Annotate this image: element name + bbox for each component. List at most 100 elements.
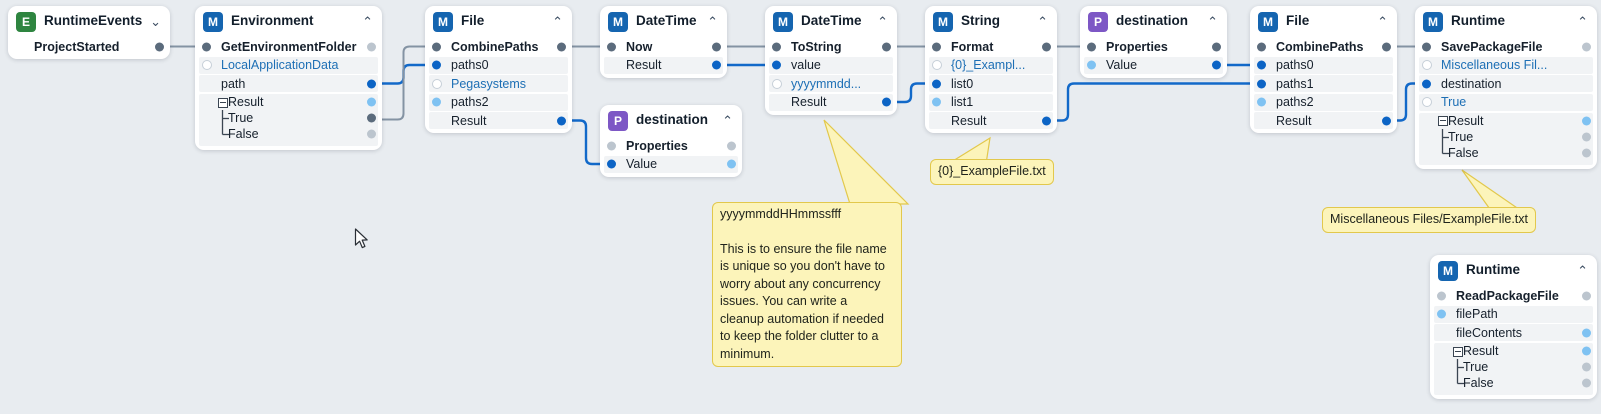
row-value[interactable]: Value <box>1084 56 1223 74</box>
literal-value[interactable]: True <box>1441 95 1467 109</box>
input-port[interactable] <box>1256 42 1266 51</box>
row-getenvironmentfolder[interactable]: GetEnvironmentFolder <box>195 38 382 55</box>
output-port[interactable] <box>1211 42 1221 51</box>
chevron-up-icon[interactable]: ⌃ <box>362 14 373 29</box>
output-port[interactable] <box>366 97 376 107</box>
row-paths0[interactable]: paths0 <box>1254 56 1393 74</box>
row-false[interactable]: False <box>199 126 378 142</box>
input-port[interactable] <box>1256 79 1266 88</box>
output-port[interactable] <box>711 60 721 70</box>
note-misc-path[interactable]: Miscellaneous Files/ExampleFile.txt <box>1322 207 1536 233</box>
literal-value[interactable]: Pegasystems <box>451 76 527 91</box>
output-port[interactable] <box>726 159 736 169</box>
chevron-up-icon[interactable]: ⌃ <box>722 113 733 128</box>
output-port[interactable] <box>1581 132 1591 141</box>
literal-port[interactable] <box>1421 60 1432 70</box>
row-result[interactable]: Result <box>429 112 568 129</box>
input-port[interactable] <box>931 79 941 88</box>
row-true[interactable]: True <box>1419 93 1593 111</box>
row-properties[interactable]: Properties <box>600 137 742 154</box>
input-port[interactable] <box>771 60 781 70</box>
output-port[interactable] <box>1381 116 1391 125</box>
row-value[interactable]: Value <box>604 155 738 173</box>
row-now[interactable]: Now <box>600 38 727 55</box>
input-port[interactable] <box>1086 60 1096 70</box>
row-false[interactable]: False <box>1419 144 1593 161</box>
row-readpackagefile[interactable]: ReadPackageFile <box>1430 287 1597 304</box>
output-port[interactable] <box>726 141 736 150</box>
output-port[interactable] <box>1581 42 1591 51</box>
row-result[interactable]: Result <box>604 56 723 74</box>
row-true[interactable]: True <box>1419 128 1593 145</box>
row-savepackagefile[interactable]: SavePackageFile <box>1415 38 1597 55</box>
input-port[interactable] <box>1421 79 1431 88</box>
row-yyyymmdd-[interactable]: yyyymmdd... <box>769 75 893 92</box>
row-false[interactable]: False <box>1434 375 1593 391</box>
row-result[interactable]: Result <box>769 93 893 111</box>
output-port[interactable] <box>1581 291 1591 300</box>
input-port[interactable] <box>931 42 941 51</box>
row-filecontents[interactable]: fileContents <box>1434 324 1593 341</box>
input-port[interactable] <box>1086 42 1096 51</box>
input-port[interactable] <box>1256 97 1266 107</box>
collapse-minus-icon[interactable] <box>1438 116 1448 126</box>
note-example-file[interactable]: {0}_ExampleFile.txt <box>930 159 1054 185</box>
row-true[interactable]: True <box>1434 359 1593 375</box>
literal-port[interactable] <box>771 78 782 89</box>
chevron-up-icon[interactable]: ⌃ <box>552 14 563 29</box>
output-port[interactable] <box>1581 116 1591 125</box>
row-paths1[interactable]: paths1 <box>1254 75 1393 92</box>
row-combinepaths[interactable]: CombinePaths <box>1250 38 1397 55</box>
collapse-minus-icon[interactable] <box>1453 346 1463 357</box>
output-port[interactable] <box>1581 346 1591 356</box>
row-properties[interactable]: Properties <box>1080 38 1227 55</box>
chevron-down-icon[interactable]: ⌄ <box>150 14 161 29</box>
literal-port[interactable] <box>931 60 942 70</box>
row-true[interactable]: True <box>199 110 378 126</box>
output-port[interactable] <box>711 42 721 51</box>
output-port[interactable] <box>366 79 376 88</box>
row-result[interactable]: Result <box>1419 113 1593 129</box>
output-port[interactable] <box>556 42 566 51</box>
output-port[interactable] <box>1581 328 1591 337</box>
row-paths0[interactable]: paths0 <box>429 56 568 74</box>
output-port[interactable] <box>1041 42 1051 51</box>
row-combinepaths[interactable]: CombinePaths <box>425 38 572 55</box>
row-paths2[interactable]: paths2 <box>429 93 568 111</box>
input-port[interactable] <box>201 42 211 51</box>
output-port[interactable] <box>1211 60 1221 70</box>
input-port[interactable] <box>1421 42 1431 51</box>
row-list0[interactable]: list0 <box>929 75 1053 92</box>
output-port[interactable] <box>1581 362 1591 372</box>
row-paths2[interactable]: paths2 <box>1254 93 1393 111</box>
row-format[interactable]: Format <box>925 38 1057 55</box>
output-port[interactable] <box>556 116 566 125</box>
row-destination[interactable]: destination <box>1419 75 1593 92</box>
chevron-up-icon[interactable]: ⌃ <box>707 14 718 29</box>
chevron-up-icon[interactable]: ⌃ <box>1577 263 1588 278</box>
output-port[interactable] <box>1041 116 1051 125</box>
row-localapplicationdata[interactable]: LocalApplicationData <box>199 56 378 74</box>
input-port[interactable] <box>606 159 616 169</box>
row-projectstarted[interactable]: ProjectStarted <box>8 38 170 55</box>
input-port[interactable] <box>1256 60 1266 70</box>
row-list1[interactable]: list1 <box>929 93 1053 111</box>
input-port[interactable] <box>771 42 781 51</box>
